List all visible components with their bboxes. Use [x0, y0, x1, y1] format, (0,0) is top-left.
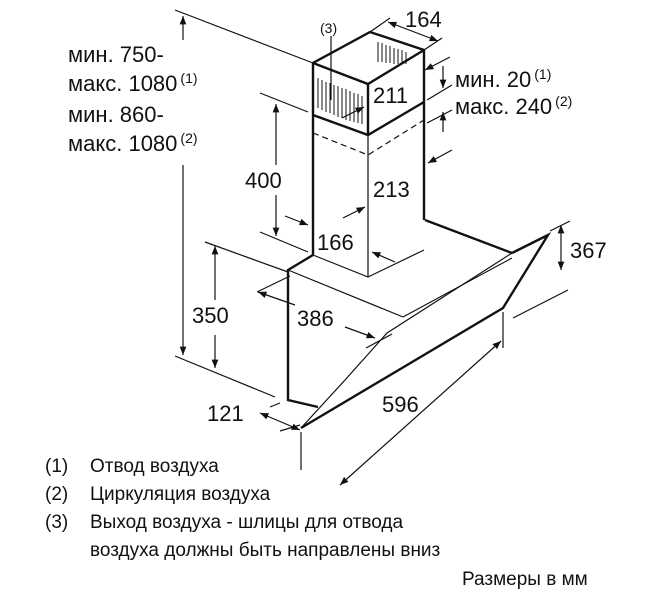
note-ref: (1) — [180, 70, 197, 86]
legend-item: (2) Циркуляция воздуха — [45, 481, 270, 509]
air-outlet-slots-icon — [317, 42, 407, 124]
dim-596: 596 — [382, 392, 419, 417]
dim-166: 166 — [317, 230, 354, 255]
legend-text: Отвод воздуха — [90, 456, 219, 477]
dimension-lines — [174, 9, 571, 486]
units-note: Размеры в мм — [462, 569, 588, 590]
height-min-ducted-label: мин. 750- — [68, 42, 164, 67]
dim-350: 350 — [192, 303, 229, 328]
legend-num: (2) — [45, 484, 69, 505]
note-ref: (2) — [555, 93, 572, 109]
height-max-ducted-label: макс. 1080(1) — [68, 70, 198, 96]
legend-num: (3) — [45, 512, 69, 533]
overlap-max-value: макс. 240 — [455, 94, 552, 119]
legend-item: воздуха должны быть направлены вниз — [45, 537, 440, 565]
chimney-lower — [311, 102, 513, 278]
overlap-min-value: мин. 20 — [455, 67, 531, 92]
legend-text: Циркуляция воздуха — [90, 484, 271, 505]
overlap-max-label: макс. 240(2) — [455, 93, 572, 119]
dim-386: 386 — [297, 306, 334, 331]
overlap-min-label: мин. 20(1) — [455, 66, 551, 92]
note-ref: (2) — [180, 130, 197, 146]
legend-text: Выход воздуха - шлицы для отвода — [90, 512, 404, 533]
height-max-recirc-label: макс. 1080(2) — [68, 130, 198, 156]
dim-213: 213 — [373, 177, 410, 202]
dim-400: 400 — [245, 168, 282, 193]
legend-text: воздуха должны быть направлены вниз — [90, 540, 441, 561]
height-max-recirc-value: макс. 1080 — [68, 131, 177, 156]
dim-211: 211 — [373, 83, 408, 108]
dim-164: 164 — [405, 7, 442, 32]
legend-item: (1) Отвод воздуха — [45, 453, 219, 481]
legend-num: (1) — [45, 456, 69, 477]
outlet-note-label: (3) — [320, 20, 337, 36]
dim-367: 367 — [570, 238, 607, 263]
legend-item: (3) Выход воздуха - шлицы для отвода — [45, 509, 403, 537]
height-max-ducted-value: макс. 1080 — [68, 71, 177, 96]
dim-121: 121 — [207, 401, 244, 426]
height-min-recirc-label: мин. 860- — [68, 102, 164, 127]
note-ref: (1) — [534, 66, 551, 82]
